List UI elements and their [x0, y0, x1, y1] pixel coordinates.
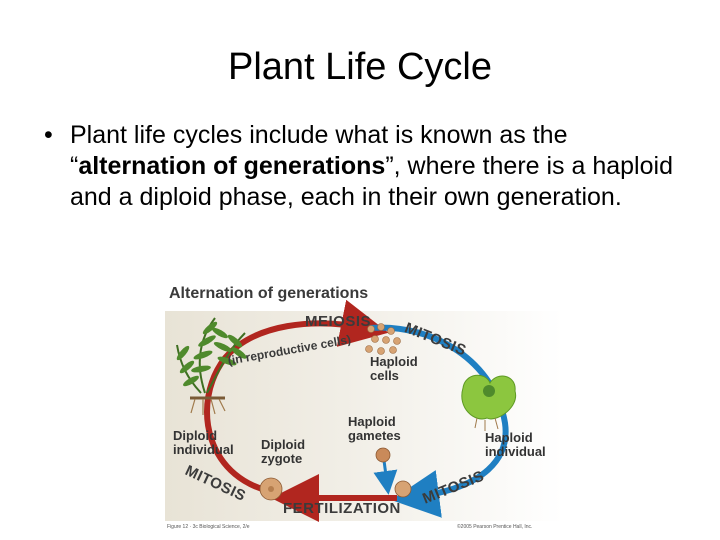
gamete-cell-fusing	[394, 480, 412, 498]
bullet-marker: •	[44, 121, 53, 149]
meiosis-label: MEIOSIS	[305, 313, 372, 330]
haploid-individual-label: Haploid individual	[485, 430, 546, 459]
haploid-gametes-label: Haploid gametes	[348, 414, 401, 443]
gametophyte-illustration	[461, 374, 517, 431]
bullet-item: • Plant life cycles include what is know…	[44, 120, 684, 213]
fertilization-label: FERTILIZATION	[283, 500, 401, 517]
figure-artwork	[165, 299, 563, 522]
bullet-text: Plant life cycles include what is known …	[70, 120, 684, 213]
alternation-figure: Alternation of generations MEIOSIS (in r…	[165, 283, 563, 533]
haploid-cells-label: Haploid cells	[370, 354, 418, 383]
diploid-zygote-label: Diploid zygote	[261, 437, 306, 466]
figure-credit-left: Figure 12 · 3c Biological Science, 2/e	[167, 524, 250, 530]
gamete-cell	[375, 447, 391, 463]
fern-illustration	[176, 317, 247, 415]
haploid-cells	[365, 323, 401, 355]
figure-title: Alternation of generations	[169, 285, 369, 302]
diploid-individual-label: Diploid individual	[173, 428, 234, 457]
figure-credit-right: ©2005 Pearson Prentice Hall, Inc.	[457, 524, 533, 530]
bullet-text-pre: Plant life cycles include what is known …	[70, 121, 568, 180]
haploid-cycle-arrow	[369, 324, 509, 518]
zygote-nucleus	[268, 486, 274, 492]
slide-title: Plant Life Cycle	[227, 46, 492, 88]
bullet-text-post: ”, where there is a haploid and a diploi…	[70, 152, 673, 211]
bullet-text-bold: alternation of generations	[78, 152, 386, 180]
